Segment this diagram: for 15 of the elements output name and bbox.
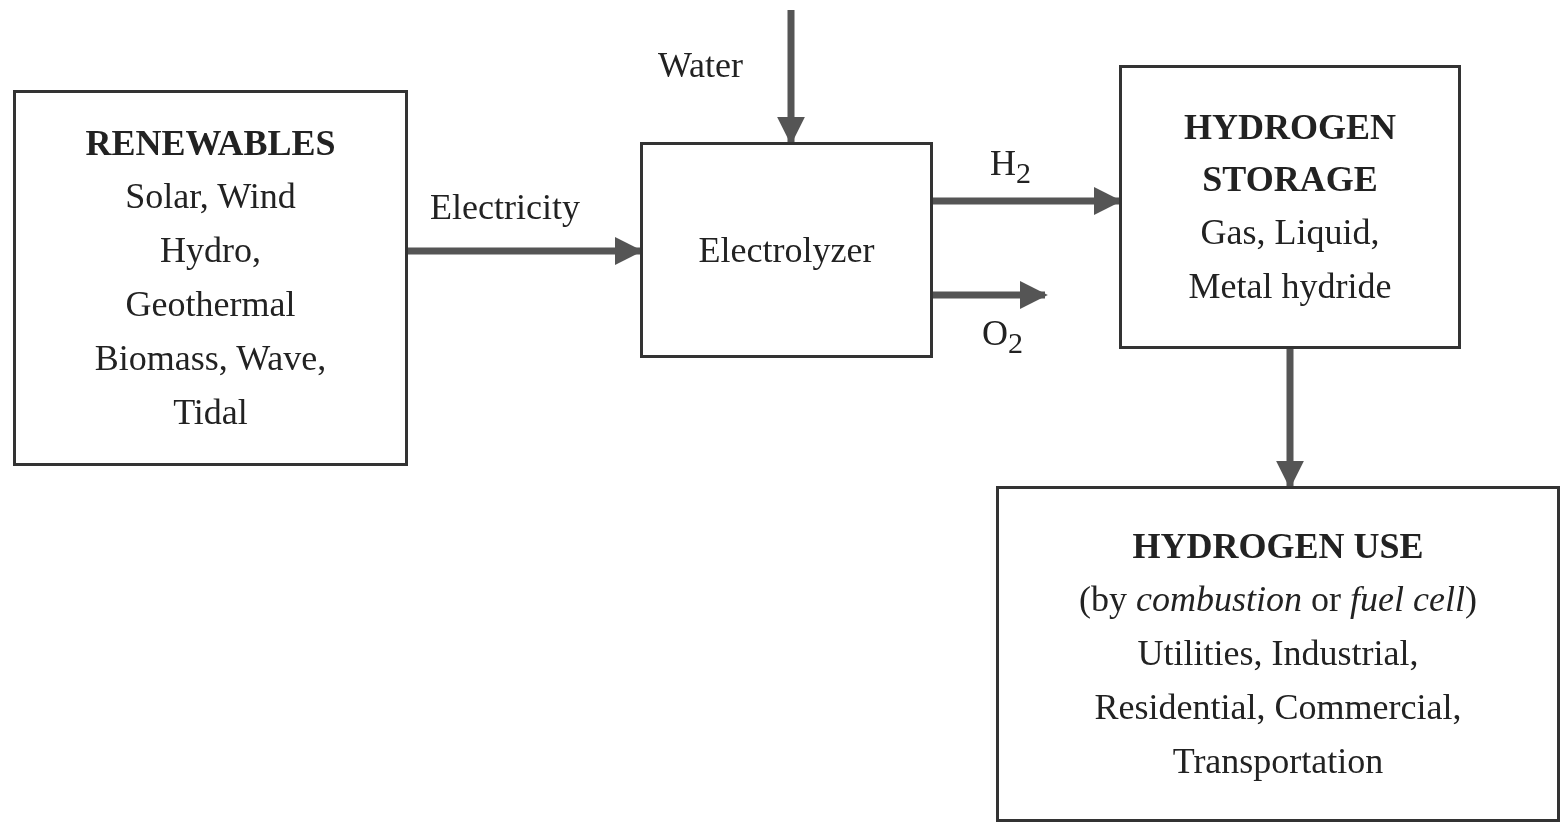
process-box — [640, 142, 933, 358]
use-method: (by combustion or fuel cell) — [1079, 578, 1477, 622]
use-box — [996, 486, 1560, 822]
storage-box — [1119, 65, 1461, 349]
source-list: Biomass, Wave, Tidal — [60, 331, 361, 440]
flow-arrow — [933, 281, 1048, 309]
use-sectors: Utilities, Industrial, Residential, Commercial, Transportation — [1093, 632, 1463, 784]
source-box — [13, 90, 408, 466]
process-label: Electrolyzer — [698, 229, 875, 272]
source-list: Solar, Wind — [125, 169, 296, 224]
group-heading: RENEWABLES — [85, 121, 336, 165]
source-list: Hydro, Geothermal — [85, 223, 336, 332]
group-heading: HYDROGEN USE — [1132, 524, 1424, 568]
group-heading: HYDROGEN STORAGE — [1183, 105, 1397, 201]
storage-types: Gas, Liquid, Metal hydride — [1187, 211, 1393, 309]
